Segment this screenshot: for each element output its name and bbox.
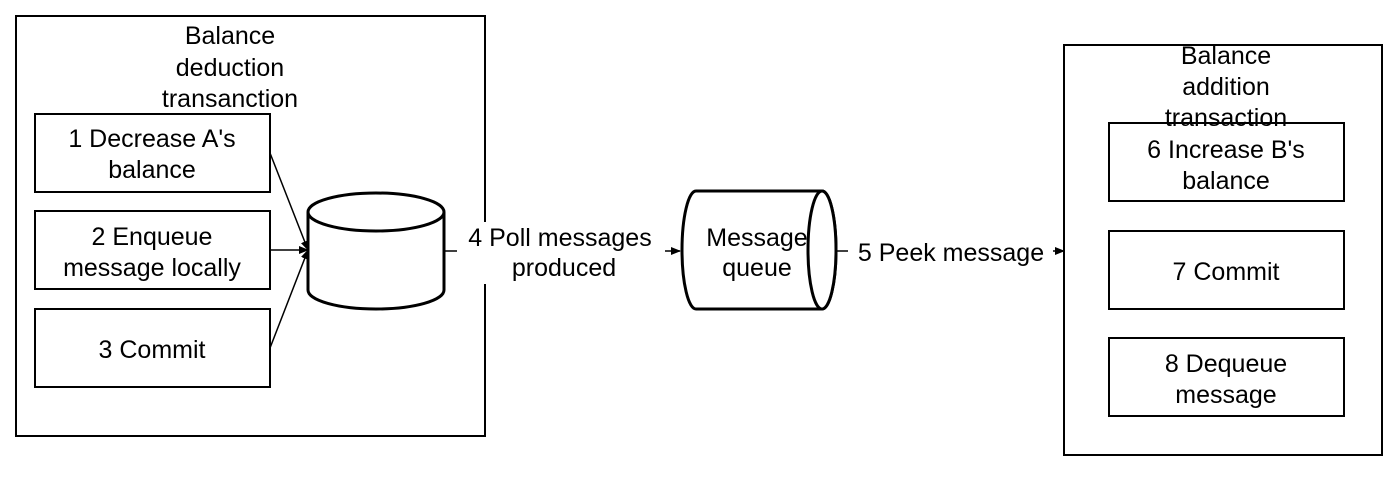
queue-label-line-2: queue [722, 254, 792, 282]
deduction-title-line-1: Balance [185, 22, 275, 50]
step-2-line-1: 2 Enqueue [92, 223, 213, 251]
edge-peek-message: 5 Peek message [836, 236, 1065, 268]
step-8-line-1: 8 Dequeue [1165, 350, 1287, 378]
step-commit-left: 3 Commit [34, 308, 271, 388]
addition-title-line-1: Balance [1181, 42, 1271, 70]
step-8-line-2: message [1175, 381, 1276, 409]
step-1-line-2: balance [108, 156, 196, 184]
deduction-title-line-2: deduction [176, 54, 284, 82]
arrow-step1-to-db [269, 152, 309, 251]
step-commit-right: 7 Commit [1108, 230, 1345, 310]
message-queue-cylinder: Message queue [680, 189, 838, 311]
step-decrease-balance: 1 Decrease A's balance [34, 113, 271, 193]
edge-poll-messages: 4 Poll messages produced [444, 222, 681, 284]
step-7-line-1: 7 Commit [1173, 258, 1280, 286]
step-2-line-2: message locally [63, 254, 241, 282]
step-dequeue-message: 8 Dequeue message [1108, 337, 1345, 417]
database-cylinder [306, 191, 446, 311]
addition-title-line-3: transaction [1165, 104, 1287, 132]
peek-label: 5 Peek message [858, 239, 1044, 267]
deduction-title-line-3: transanction [162, 85, 298, 113]
arrow-step3-to-db [269, 249, 309, 349]
addition-title-line-2: addition [1182, 73, 1270, 101]
poll-label-line-2: produced [512, 254, 616, 282]
step-6-line-2: balance [1182, 167, 1270, 195]
step-increase-balance: 6 Increase B's balance [1108, 122, 1345, 202]
step-6-line-1: 6 Increase B's [1147, 136, 1305, 164]
step-1-line-1: 1 Decrease A's [68, 125, 235, 153]
queue-label-line-1: Message [706, 224, 807, 252]
poll-label-line-1: 4 Poll messages [468, 224, 651, 252]
step-enqueue-message: 2 Enqueue message locally [34, 210, 271, 290]
step-3-line-1: 3 Commit [99, 336, 206, 364]
